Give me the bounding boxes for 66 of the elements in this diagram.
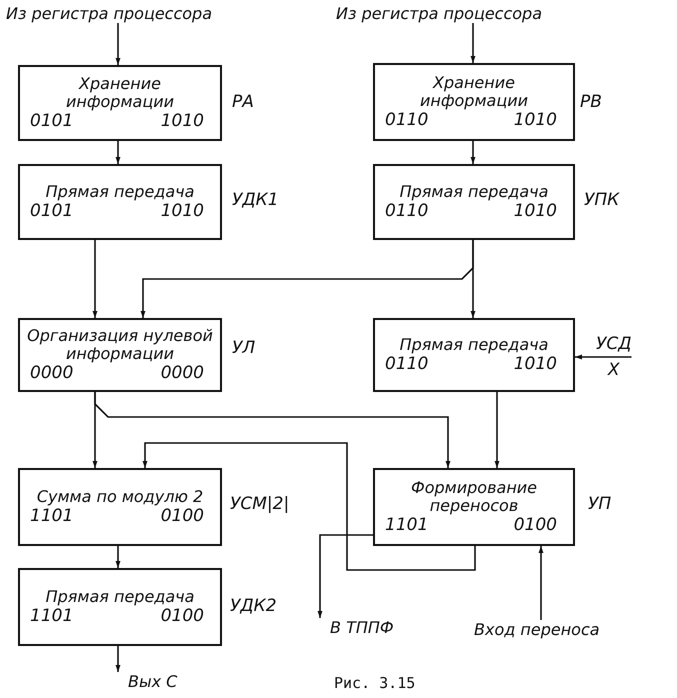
binary-code: 0110 — [385, 110, 428, 130]
arrow — [140, 240, 474, 318]
signal-label: Вых С — [114, 672, 178, 691]
binary-code: 0100 — [160, 506, 204, 526]
signal-label: Вход переноса — [474, 620, 600, 639]
box-title: Прямая передача — [44, 588, 196, 606]
binary-code: 1101 — [30, 506, 74, 526]
unit-label: УДК1 — [232, 190, 279, 210]
arrow — [318, 534, 373, 618]
process-box — [18, 468, 222, 546]
arrow — [494, 392, 500, 468]
process-box — [18, 164, 222, 240]
binary-code: 0110 — [385, 201, 428, 221]
unit-label: УСМ|2| — [230, 494, 290, 514]
box-title: Сумма по модулю 2 — [36, 488, 204, 506]
binary-code: 1101 — [30, 606, 74, 626]
process-box — [373, 318, 575, 392]
unit-label: РА — [232, 92, 254, 112]
process-box — [18, 65, 222, 141]
binary-code: 1010 — [514, 110, 557, 130]
process-box — [373, 468, 575, 546]
binary-code: 0110 — [385, 354, 428, 374]
figure-caption: Рис. 3.15 — [334, 674, 416, 692]
arrow — [575, 354, 632, 360]
binary-code: 1010 — [514, 354, 557, 374]
unit-label: УЛ — [232, 338, 256, 358]
box-title: Прямая передача — [398, 183, 550, 201]
binary-code: 0101 — [30, 201, 74, 221]
arrow — [116, 141, 120, 164]
process-box — [18, 318, 222, 392]
unit-label: УП — [588, 494, 612, 514]
signal-label: УСД — [596, 334, 632, 354]
binary-code: 0000 — [30, 363, 74, 383]
box-title: Организация нулевой информации — [26, 327, 214, 363]
process-box — [373, 63, 575, 141]
process-box — [373, 164, 575, 240]
binary-code: 0100 — [160, 606, 204, 626]
unit-label: УДК2 — [230, 596, 277, 616]
unit-label: УПК — [584, 190, 620, 210]
signal-label: Из регистра процессора — [336, 4, 542, 23]
binary-code: 0100 — [514, 515, 557, 535]
arrow — [116, 23, 120, 65]
signal-label: X — [608, 360, 620, 380]
binary-code: 1010 — [160, 111, 204, 131]
binary-code: 1010 — [514, 201, 557, 221]
box-title: Хранение информации — [64, 75, 176, 111]
arrow — [538, 546, 544, 620]
signal-label: Из регистра процессора — [6, 4, 212, 23]
binary-code: 0000 — [160, 363, 204, 383]
box-title: Прямая передача — [44, 183, 196, 201]
signal-label: В ТППФ — [316, 618, 394, 637]
arrow — [92, 240, 98, 318]
binary-code: 0101 — [30, 111, 74, 131]
box-title: Формирование переносов — [410, 479, 538, 515]
process-box — [18, 568, 222, 646]
arrow — [94, 392, 450, 468]
binary-code: 1101 — [385, 515, 428, 535]
arrow — [142, 442, 476, 571]
arrow — [116, 546, 120, 568]
arrow — [116, 646, 120, 672]
box-title: Прямая передача — [398, 336, 550, 354]
arrow — [470, 23, 476, 63]
box-title: Хранение информации — [418, 74, 530, 110]
unit-label: РВ — [580, 92, 602, 112]
arrow — [470, 141, 476, 164]
binary-code: 1010 — [160, 201, 204, 221]
